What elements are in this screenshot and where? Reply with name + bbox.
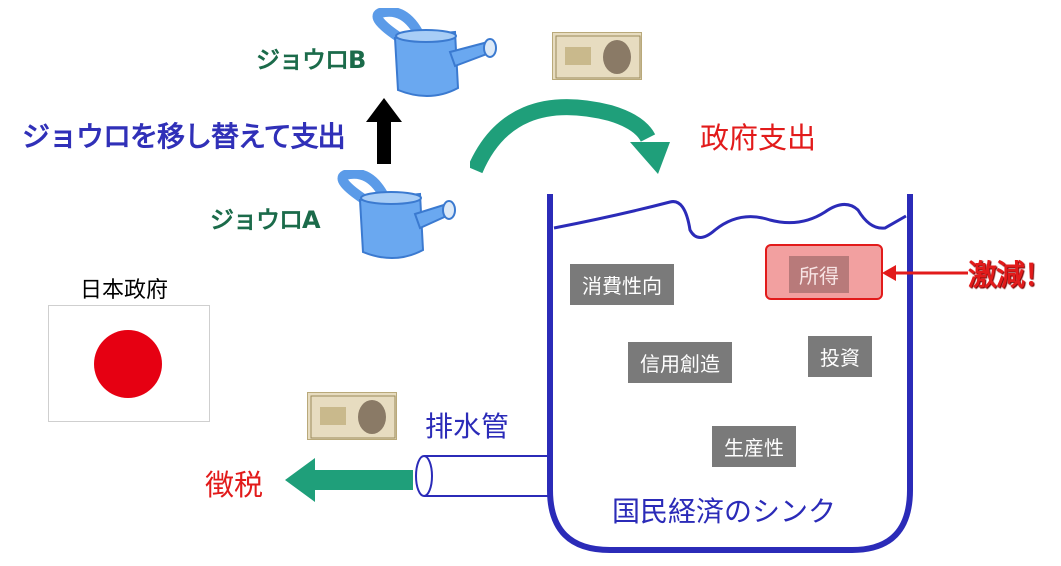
watering-can-a-label: ジョウロA <box>210 206 321 234</box>
up-arrow-icon <box>366 98 402 164</box>
red-arrow-icon <box>882 265 968 281</box>
banknote-icon <box>552 32 642 80</box>
government-label: 日本政府 <box>80 278 169 303</box>
drain-pipe <box>415 455 550 497</box>
watering-can-b-icon <box>372 8 497 98</box>
credit-creation-box: 信用創造 <box>628 342 732 383</box>
government-spending-label: 政府支出 <box>700 121 817 155</box>
investment-box: 投資 <box>808 336 872 377</box>
income-highlight-box: 所得 <box>765 244 883 300</box>
watering-can-a-icon <box>337 170 456 260</box>
tax-label: 徴税 <box>205 468 264 502</box>
left-arrow-icon <box>285 458 413 502</box>
switch-watering-can-text: ジョウロを移し替えて支出 <box>22 120 346 153</box>
watering-can-b-label: ジョウロB <box>256 46 366 74</box>
sink-label: 国民経済のシンク <box>612 495 837 528</box>
japan-flag-icon <box>48 305 210 422</box>
curved-arrow-icon <box>470 99 670 174</box>
income-label: 所得 <box>789 256 849 293</box>
productivity-box: 生産性 <box>712 426 796 467</box>
drain-pipe-label: 排水管 <box>425 410 510 443</box>
sink <box>547 194 913 553</box>
sharp-decrease-label: 激減！ <box>968 258 1053 292</box>
banknote-icon <box>307 392 397 440</box>
consumption-tendency-box: 消費性向 <box>570 264 674 305</box>
